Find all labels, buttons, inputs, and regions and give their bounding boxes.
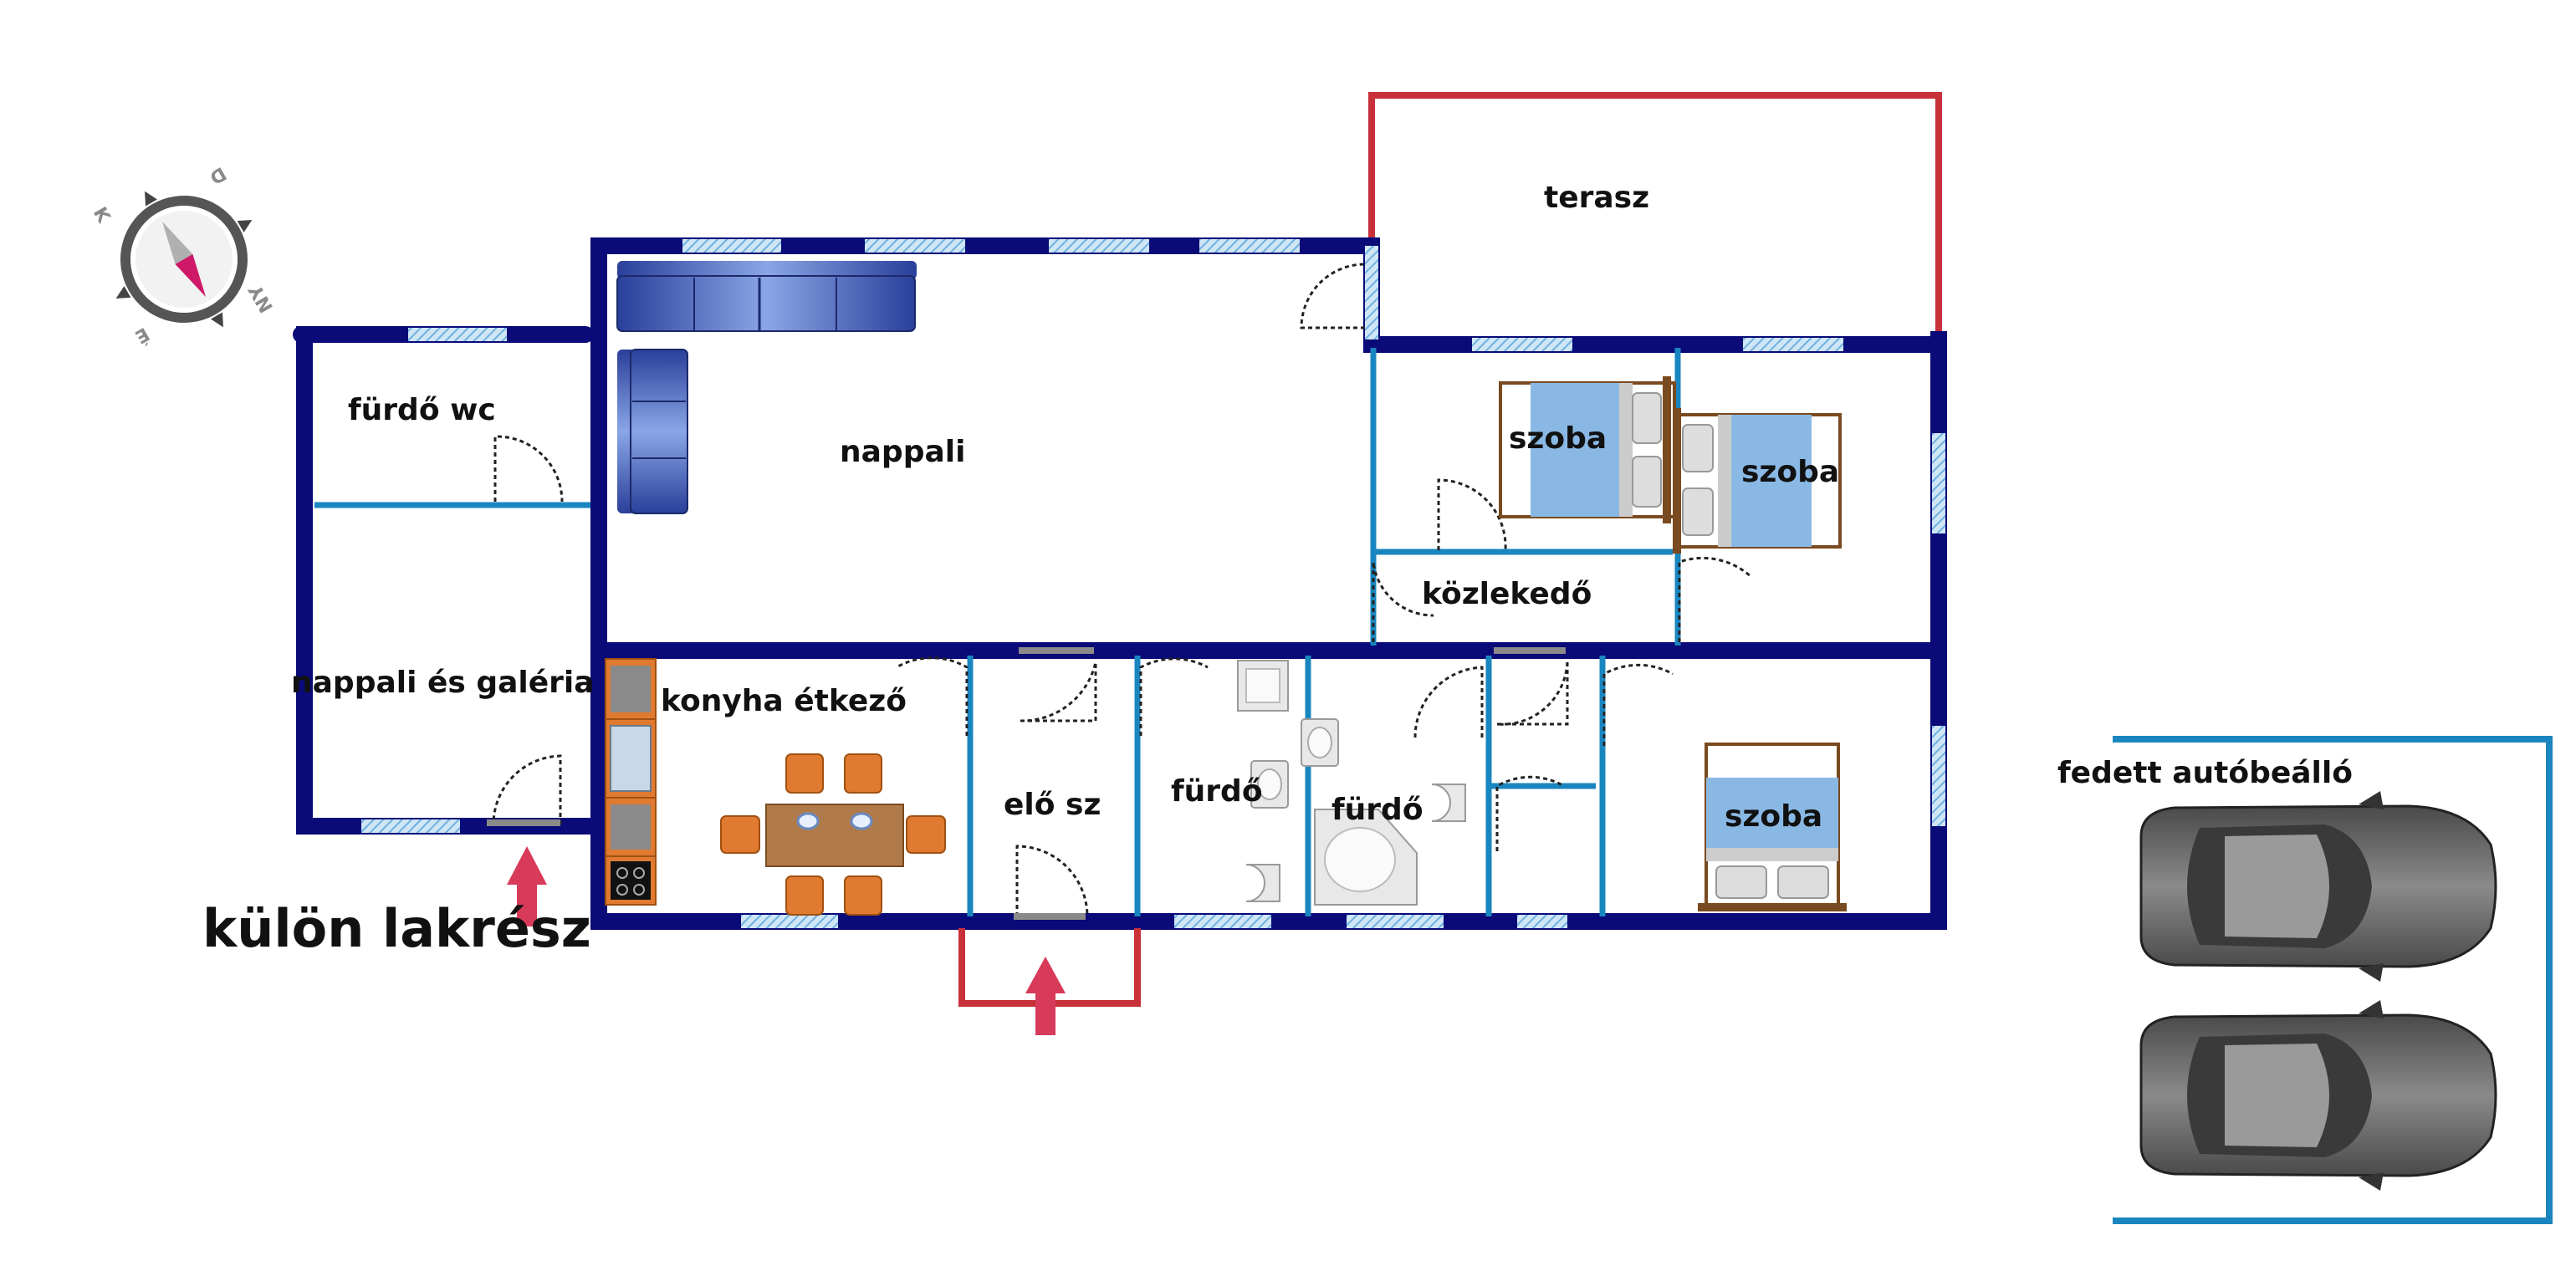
bed-2	[1673, 408, 1842, 554]
compass-east-label: K	[89, 204, 115, 227]
label-konyha: konyha étkező	[661, 684, 907, 718]
label-szoba-2: szoba	[1741, 455, 1839, 489]
inner-walls	[314, 348, 1681, 916]
entrance-arrow-separate-unit	[507, 846, 547, 926]
compass	[115, 191, 253, 328]
entrance-arrow-main	[1025, 957, 1066, 1035]
label-nappali: nappali	[840, 435, 965, 469]
bed-1	[1499, 376, 1676, 523]
compass-north-label: É	[131, 323, 153, 348]
bathroom-fixtures	[1237, 660, 1466, 906]
label-separate-unit: külön lakrész	[202, 898, 591, 959]
label-furdo-1: fürdő	[1171, 774, 1263, 809]
carport-outline	[2113, 736, 2553, 1224]
terrace-outline	[1368, 92, 1942, 339]
door-sills	[487, 647, 1566, 920]
dining-table	[720, 753, 946, 916]
doors	[492, 263, 1753, 917]
windows	[361, 239, 1945, 928]
compass-west-label: NY	[245, 280, 278, 316]
label-furdo-wc: fürdő wc	[348, 393, 496, 427]
label-szoba-1: szoba	[1509, 421, 1607, 456]
car-2	[2139, 1000, 2497, 1191]
label-elo-sz: elő sz	[1004, 788, 1101, 822]
label-kozlekedo: közlekedő	[1422, 577, 1592, 611]
label-terasz: terasz	[1544, 181, 1649, 215]
compass-south-label: D	[206, 162, 229, 188]
sofa-corner	[617, 349, 688, 514]
car-1	[2139, 791, 2497, 982]
label-szoba-3: szoba	[1725, 799, 1822, 834]
label-nappali-galeria: nappali és galéria	[291, 666, 595, 700]
bed-3	[1698, 743, 1847, 911]
label-furdo-2: fürdő	[1331, 793, 1423, 827]
kitchen-counter	[605, 658, 657, 906]
label-autobeallo: fedett autóbeálló	[2057, 756, 2353, 790]
sofa-long	[616, 261, 917, 332]
